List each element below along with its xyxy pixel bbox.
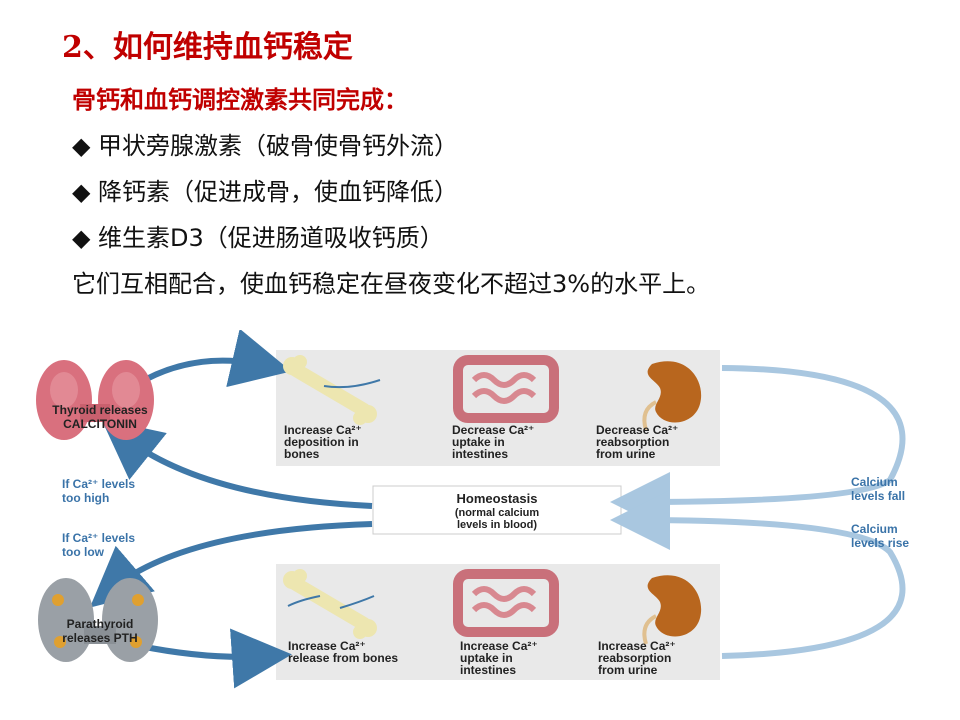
thyroid-gland-icon <box>36 360 154 440</box>
bottom-kidney-caption-l1: Increase Ca²⁺ <box>598 639 676 653</box>
top-bone-caption-l3: bones <box>284 447 320 461</box>
top-intestine-caption-l3: intestines <box>452 447 508 461</box>
top-kidney-caption-l2: reabsorption <box>596 435 669 449</box>
parathyroid-to-effects-arrow <box>139 628 292 689</box>
bullet-text: 甲状旁腺激素（破骨使骨钙外流） <box>98 132 458 160</box>
bottom-kidney-caption-l3: from urine <box>598 663 658 677</box>
bottom-kidney-caption-l2: reabsorption <box>598 651 671 665</box>
intestine-icon <box>453 355 559 423</box>
bottom-bone-caption-l1: Increase Ca²⁺ <box>288 639 366 653</box>
bone-icon <box>283 355 381 425</box>
bottom-intestine-caption-l3: intestines <box>460 663 516 677</box>
slide-subtitle: 骨钙和血钙调控激素共同完成： <box>72 86 408 114</box>
levels-rise-label-line2: levels rise <box>851 536 909 550</box>
top-bone-caption-l2: deposition in <box>284 435 359 449</box>
diamond-bullet-icon: ◆ <box>72 224 91 252</box>
thyroid-label-line1: Thyroid releases <box>52 403 148 417</box>
top-kidney-caption-l1: Decrease Ca²⁺ <box>596 423 678 437</box>
kidney-icon <box>642 575 702 645</box>
homeostasis-title: Homeostasis <box>457 491 538 506</box>
kidney-icon <box>642 361 702 431</box>
diamond-bullet-icon: ◆ <box>72 132 91 160</box>
levels-rise-label-line1: Calcium <box>851 522 898 536</box>
homeostasis-box <box>372 485 622 535</box>
too-high-label-line2: too high <box>62 491 109 505</box>
calcium-rise-return-arrow <box>610 490 906 659</box>
levels-fall-label-line1: Calcium <box>851 475 898 489</box>
bullet-text: 维生素D3（促进肠道吸收钙质） <box>98 224 444 252</box>
slide-title: 2、如何维持血钙稳定 <box>62 30 353 65</box>
top-intestine-caption-l2: uptake in <box>452 435 505 449</box>
intestine-icon <box>453 569 559 637</box>
calcium-homeostasis-diagram: Thyroid releases CALCITONIN Parathyroid … <box>36 330 909 689</box>
bullet-calcitonin: ◆降钙素（促进成骨，使血钙降低） <box>72 172 458 207</box>
bottom-intestine-caption-l2: uptake in <box>460 651 513 665</box>
summary-text: 它们互相配合，使血钙稳定在昼夜变化不超过3%的水平上。 <box>72 270 711 298</box>
diamond-bullet-icon: ◆ <box>72 178 91 206</box>
bullet-vitamin-d3: ◆维生素D3（促进肠道吸收钙质） <box>72 218 444 253</box>
calcium-fall-return-arrow <box>610 365 906 532</box>
parathyroid-label-line2: releases PTH <box>62 631 137 645</box>
levels-fall-label-line2: levels fall <box>851 489 905 503</box>
too-low-label-line1: If Ca²⁺ levels <box>62 531 135 545</box>
bottom-bone-caption-l2: release from bones <box>288 651 398 665</box>
top-kidney-caption-l3: from urine <box>596 447 656 461</box>
parathyroid-gland-icon <box>38 578 158 662</box>
bullet-pth: ◆甲状旁腺激素（破骨使骨钙外流） <box>72 126 458 161</box>
bone-icon <box>283 569 377 639</box>
top-intestine-caption-l1: Decrease Ca²⁺ <box>452 423 534 437</box>
homeostasis-line2: (normal calcium <box>455 507 540 519</box>
too-low-label-line2: too low <box>62 545 105 559</box>
too-high-label-line1: If Ca²⁺ levels <box>62 477 135 491</box>
parathyroid-label-line1: Parathyroid <box>67 617 134 631</box>
bullet-text: 降钙素（促进成骨，使血钙降低） <box>98 178 458 206</box>
bottom-intestine-caption-l1: Increase Ca²⁺ <box>460 639 538 653</box>
top-bone-caption-l1: Increase Ca²⁺ <box>284 423 362 437</box>
low-to-parathyroid-arrow <box>89 521 373 608</box>
homeostasis-line3: levels in blood) <box>457 519 537 531</box>
high-to-thyroid-arrow <box>101 419 373 509</box>
thyroid-label-line2: CALCITONIN <box>63 417 137 431</box>
